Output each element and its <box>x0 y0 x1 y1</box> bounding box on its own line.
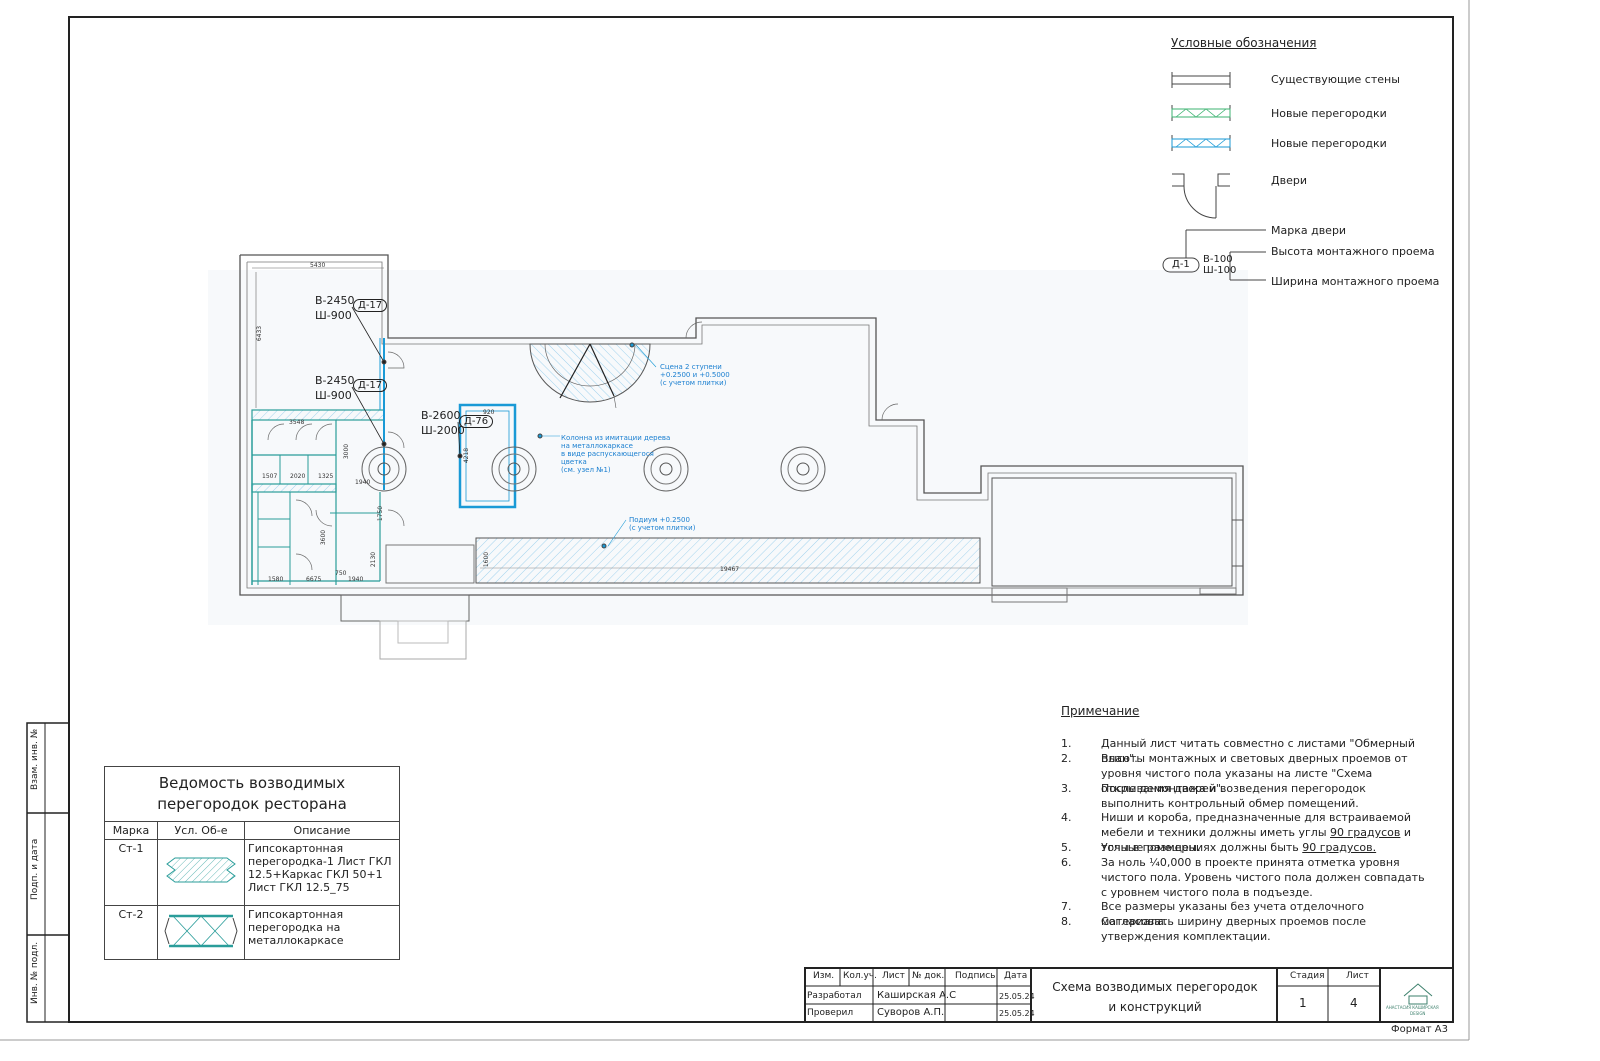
dimension-label: 1940 <box>348 576 364 583</box>
dimension-label: 1325 <box>318 473 334 480</box>
tb-header-kol: Кол.уч. <box>843 971 878 981</box>
title-block-frame <box>804 967 1454 1023</box>
legend-symbol-door <box>1172 173 1230 219</box>
tb-sheet-label: Лист <box>1346 971 1369 981</box>
sheet-title: Схема возводимых перегородок и конструкц… <box>1052 980 1258 1014</box>
door-3-mark: Д-76 <box>459 415 494 428</box>
schedule-header-mark: Марка <box>104 821 158 840</box>
dimension-label: 5430 <box>310 262 326 269</box>
tb-developed-name: Каширская А.С <box>877 990 957 1001</box>
legend-symbols <box>1162 72 1266 281</box>
dimension-label: 1507 <box>262 473 278 480</box>
dimension-label: 920 <box>483 409 495 416</box>
legend-symbol-new-partitions-green <box>1171 105 1231 121</box>
side-stamp <box>26 722 70 1023</box>
column-annotation: Колонна из имитации дерева на металлокар… <box>561 434 671 474</box>
dimension-label: 1940 <box>355 479 371 486</box>
notes-title: Примечание <box>1061 704 1140 718</box>
tb-developed-date: 25.05.24 <box>999 992 1035 1001</box>
tb-stage-label: Стадия <box>1290 971 1325 981</box>
dimension-label: 750 <box>335 570 347 577</box>
tb-checked-label: Проверил <box>807 1008 854 1018</box>
legend-label-door-mark: Марка двери <box>1271 224 1347 237</box>
dimension-label: 6433 <box>256 325 264 342</box>
legend-symbol-new-partitions-blue <box>1171 135 1231 151</box>
schedule-row-mark: Ст-1 <box>104 839 158 906</box>
stage-annotation: Сцена 2 ступени +0.2500 и +0.5000 (с уче… <box>660 363 730 387</box>
notes-list: 1.Данный лист читать совместно с листами… <box>1061 737 1425 943</box>
dimension-label: 3548 <box>289 419 305 426</box>
column-4 <box>780 446 826 492</box>
door-2-width: Ш-900 <box>315 389 352 402</box>
dimension-label: 1580 <box>268 576 284 583</box>
legend-label-opening-height: Высота монтажного проема <box>1271 245 1435 258</box>
door-1-width: Ш-900 <box>315 309 352 322</box>
schedule-row-mark: Ст-2 <box>104 905 158 960</box>
floor-plan <box>208 254 1248 660</box>
partition-schedule-table: Ведомость возводимых перегородок рестора… <box>104 766 400 960</box>
column-3 <box>643 446 689 492</box>
tb-header-date: Дата <box>1004 971 1028 981</box>
tb-header-list: Лист <box>882 971 905 981</box>
dimension-label: 2130 <box>370 551 378 568</box>
legend-label-doors: Двери <box>1271 174 1307 187</box>
legend-symbol-door-mark <box>1162 229 1266 281</box>
column-1 <box>361 446 407 492</box>
dimension-label: 1600 <box>483 551 491 568</box>
schedule-title: Ведомость возводимых перегородок рестора… <box>104 766 400 822</box>
tb-header-sign: Подпись <box>955 971 996 981</box>
dimension-label: 2020 <box>290 473 306 480</box>
tb-stage-value: 1 <box>1299 996 1307 1010</box>
tb-sheet-value: 4 <box>1350 996 1358 1010</box>
legend-width-value: Ш-100 <box>1203 265 1237 276</box>
side-stamp-replace-inv: Взам. инв. № <box>30 728 40 790</box>
sheet-frame <box>68 16 1454 1023</box>
tb-checked-name: Суворов А.П. <box>877 1007 945 1018</box>
dimension-label: 4218 <box>463 447 471 464</box>
side-stamp-sign-date: Подп. и дата <box>30 838 40 900</box>
door-2-mark: Д-17 <box>353 379 388 392</box>
door-3-height: В-2600 <box>421 409 461 422</box>
legend-height-value: В-100 <box>1203 254 1233 265</box>
dimension-label: 3600 <box>320 529 328 546</box>
dimension-label: 1750 <box>377 505 385 522</box>
legend-label-new-partitions-blue: Новые перегородки <box>1271 137 1387 150</box>
tb-header-izm: Изм. <box>813 971 835 981</box>
tb-header-doc: № док. <box>912 971 945 981</box>
partition-type-2-icon <box>164 914 238 948</box>
legend-symbol-existing-walls <box>1171 72 1231 88</box>
schedule-header-symbol: Усл. Об-е <box>157 821 245 840</box>
door-1-height: В-2450 <box>315 294 355 307</box>
door-1-mark: Д-17 <box>353 299 388 312</box>
partition-type-1-icon <box>166 857 236 883</box>
door-3-width: Ш-2000 <box>421 424 465 437</box>
legend-label-new-partitions-green: Новые перегородки <box>1271 107 1387 120</box>
legend-label-opening-width: Ширина монтажного проема <box>1271 275 1440 288</box>
legend-title: Условные обозначения <box>1171 36 1317 50</box>
column-2 <box>491 446 537 492</box>
dimension-label: 19467 <box>720 566 740 573</box>
logo-icon <box>1403 983 1433 1005</box>
schedule-header-description: Описание <box>244 821 400 840</box>
schedule-row-description: Гипсокартонная перегородка-1 Лист ГКЛ 12… <box>244 839 400 906</box>
podium-annotation: Подиум +0.2500 (с учетом плитки) <box>629 516 696 532</box>
tb-checked-date: 25.05.24 <box>999 1009 1035 1018</box>
table-row: Ст-2 Гипсокартонная перегородка на метал… <box>104 905 400 960</box>
side-stamp-inv-no: Инв. № подл. <box>30 941 40 1004</box>
sheet-format: Формат А3 <box>1391 1024 1448 1035</box>
tb-developed-label: Разработал <box>807 991 862 1001</box>
table-row: Ст-1 Гипсокартонная перегородка-1 Лист Г… <box>104 839 400 906</box>
logo-text: АНАСТАСИЯ КАШИРСКАЯ <box>1386 1005 1439 1010</box>
logo-sub: DESIGN <box>1410 1011 1426 1016</box>
schedule-row-symbol <box>157 905 245 960</box>
legend-door-mark-value: Д-1 <box>1172 259 1190 270</box>
schedule-row-description: Гипсокартонная перегородка на металлокар… <box>244 905 400 960</box>
dimension-label: 3000 <box>343 443 351 460</box>
door-2-height: В-2450 <box>315 374 355 387</box>
legend-label-existing-walls: Существующие стены <box>1271 73 1400 86</box>
schedule-row-symbol <box>157 839 245 906</box>
dimension-label: 6675 <box>306 576 322 583</box>
